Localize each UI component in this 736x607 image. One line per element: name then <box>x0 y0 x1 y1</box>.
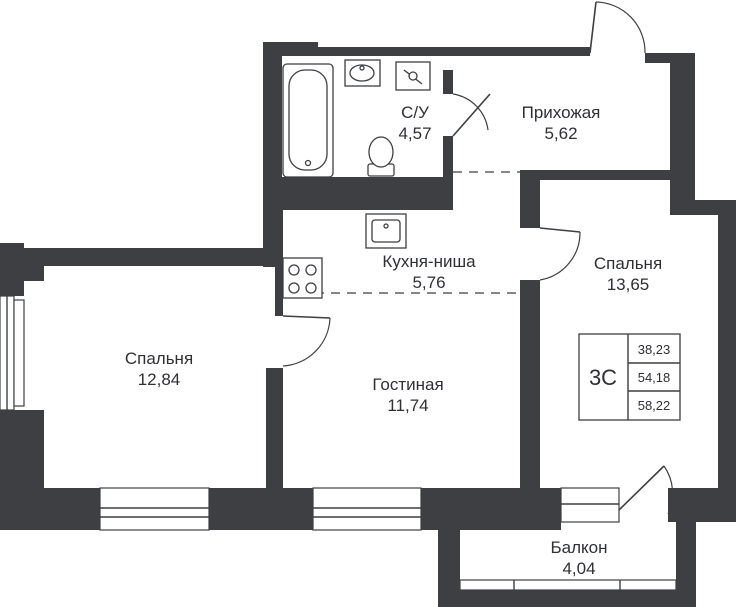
bedroom-left-name: Спальня <box>125 349 193 368</box>
bedroom-left-area: 12,84 <box>138 370 181 389</box>
badge-area-3: 58,22 <box>638 398 671 413</box>
stove-icon <box>282 257 323 299</box>
hallway-area: 5,62 <box>544 124 577 143</box>
bathroom-name: С/У <box>401 103 429 122</box>
bathroom-area: 4,57 <box>398 124 431 143</box>
apartment-type: 3С <box>589 365 617 390</box>
windows <box>0 295 677 591</box>
room-labels: С/У 4,57 Прихожая 5,62 Кухня-ниша 5,76 С… <box>125 103 662 578</box>
badge-area-2: 54,18 <box>638 370 671 385</box>
living-name: Гостиная <box>372 375 443 394</box>
bedroom-right-name: Спальня <box>594 254 662 273</box>
bedroom-right-area: 13,65 <box>607 275 650 294</box>
zone-lines <box>283 171 528 294</box>
balcony-name: Балкон <box>550 538 607 557</box>
doors <box>282 1 674 515</box>
living-area: 11,74 <box>387 396 428 415</box>
badge-area-1: 38,23 <box>638 342 671 357</box>
apartment-badge: 3С 38,23 54,18 58,22 <box>578 333 681 421</box>
balcony-area: 4,04 <box>562 559 595 578</box>
hallway-name: Прихожая <box>522 103 601 122</box>
kitchen-area: 5,76 <box>412 273 445 292</box>
fixtures <box>282 59 431 299</box>
kitchen-name: Кухня-ниша <box>382 252 476 271</box>
